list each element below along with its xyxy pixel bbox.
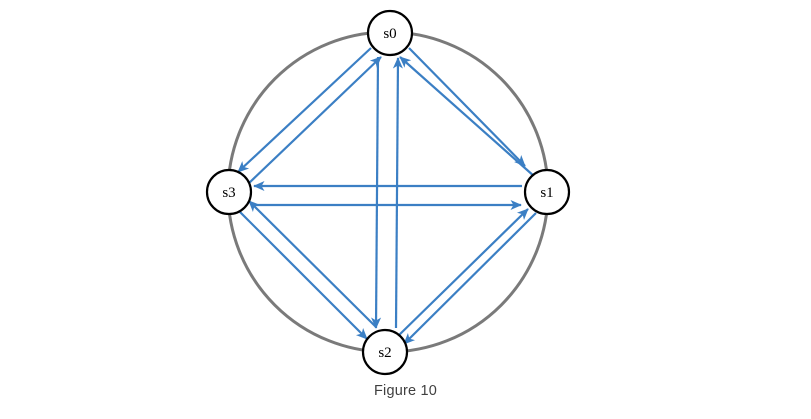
node-group: s0 s1 s2 s3: [205, 9, 571, 376]
edge-s1-to-s2: [403, 212, 537, 345]
node-s3-circle[interactable]: [205, 168, 253, 216]
node-s2-circle[interactable]: [361, 328, 409, 376]
edge-s0-to-s1: [408, 47, 526, 167]
node-s0-label: s0: [383, 26, 396, 42]
edge-s2-to-s1: [395, 208, 529, 339]
node-s3[interactable]: s3: [205, 168, 253, 216]
node-s1-circle[interactable]: [523, 168, 571, 216]
node-s0[interactable]: s0: [366, 9, 414, 57]
node-s0-circle[interactable]: [366, 9, 414, 57]
edge-s1-to-s0: [399, 56, 536, 178]
edge-s3-to-s0: [247, 56, 382, 185]
edge-s0-to-s3: [237, 47, 372, 173]
edge-s2-to-s3: [248, 200, 377, 328]
edge-group: [237, 47, 537, 345]
node-s3-label: s3: [222, 185, 235, 201]
figure-caption: Figure 10: [373, 383, 438, 399]
edge-s2-to-s0: [392, 57, 403, 329]
outer-ring-circle: [226, 30, 550, 354]
edge-s0-to-s2: [371, 56, 382, 329]
edge-s3-to-s2: [239, 211, 368, 340]
node-s1[interactable]: s1: [523, 168, 571, 216]
node-s1-label: s1: [540, 185, 553, 201]
node-s2[interactable]: s2: [361, 328, 409, 376]
node-s2-label: s2: [378, 345, 391, 361]
